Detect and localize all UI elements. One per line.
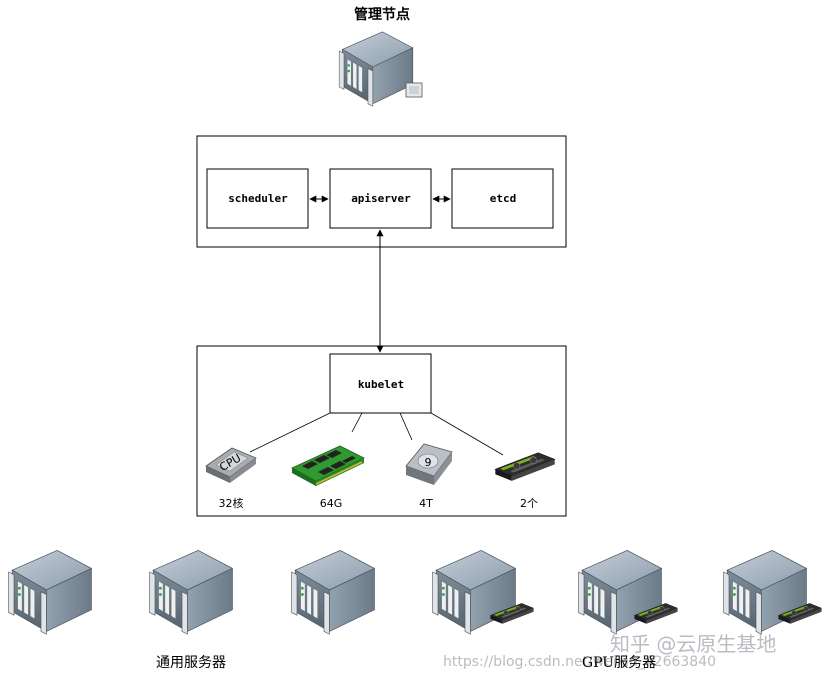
- blog-watermark: https://blog.csdn.net/weixin_42663840: [443, 654, 716, 670]
- gpu-server-2: [578, 549, 678, 635]
- worker-node-box: [196, 345, 567, 517]
- zhihu-watermark: 知乎 @云原生基地: [610, 632, 776, 656]
- memory-stick-icon: [291, 445, 365, 486]
- kubelet-box: [329, 353, 432, 414]
- general-server-1: [8, 549, 92, 635]
- gpu-server-1: [432, 549, 534, 635]
- hard-disk-icon: 9: [405, 443, 453, 485]
- management-node-title: 管理节点: [354, 6, 410, 23]
- cpu-chip-icon: CPU: [205, 447, 257, 483]
- kubelet-disk-line: [399, 412, 413, 441]
- gpu-label: 2个: [520, 497, 538, 510]
- gpu-servers-label: GPU服务器: [582, 655, 656, 671]
- cpu-label: 32核: [219, 496, 244, 510]
- etcd-label: etcd: [490, 192, 517, 205]
- general-servers-label: 通用服务器: [156, 655, 226, 671]
- etcd-box: [451, 168, 554, 229]
- management-server-icon: [338, 31, 423, 107]
- gpu-server-3: [723, 549, 822, 635]
- kubelet-memory-line: [351, 412, 363, 433]
- apiserver-label: apiserver: [351, 192, 411, 205]
- svg-text:9: 9: [425, 456, 432, 469]
- disk-label: 4T: [419, 497, 433, 510]
- general-server-3: [291, 549, 375, 635]
- scheduler-box: [206, 168, 309, 229]
- kubelet-cpu-line: [249, 412, 331, 453]
- scheduler-label: scheduler: [228, 192, 288, 205]
- kubelet-label: kubelet: [358, 378, 404, 391]
- memory-label: 64G: [320, 497, 343, 510]
- general-server-2: [149, 549, 233, 635]
- gpu-card-icon: [494, 452, 556, 482]
- kubelet-gpu-line: [430, 412, 504, 456]
- apiserver-box: [329, 168, 432, 229]
